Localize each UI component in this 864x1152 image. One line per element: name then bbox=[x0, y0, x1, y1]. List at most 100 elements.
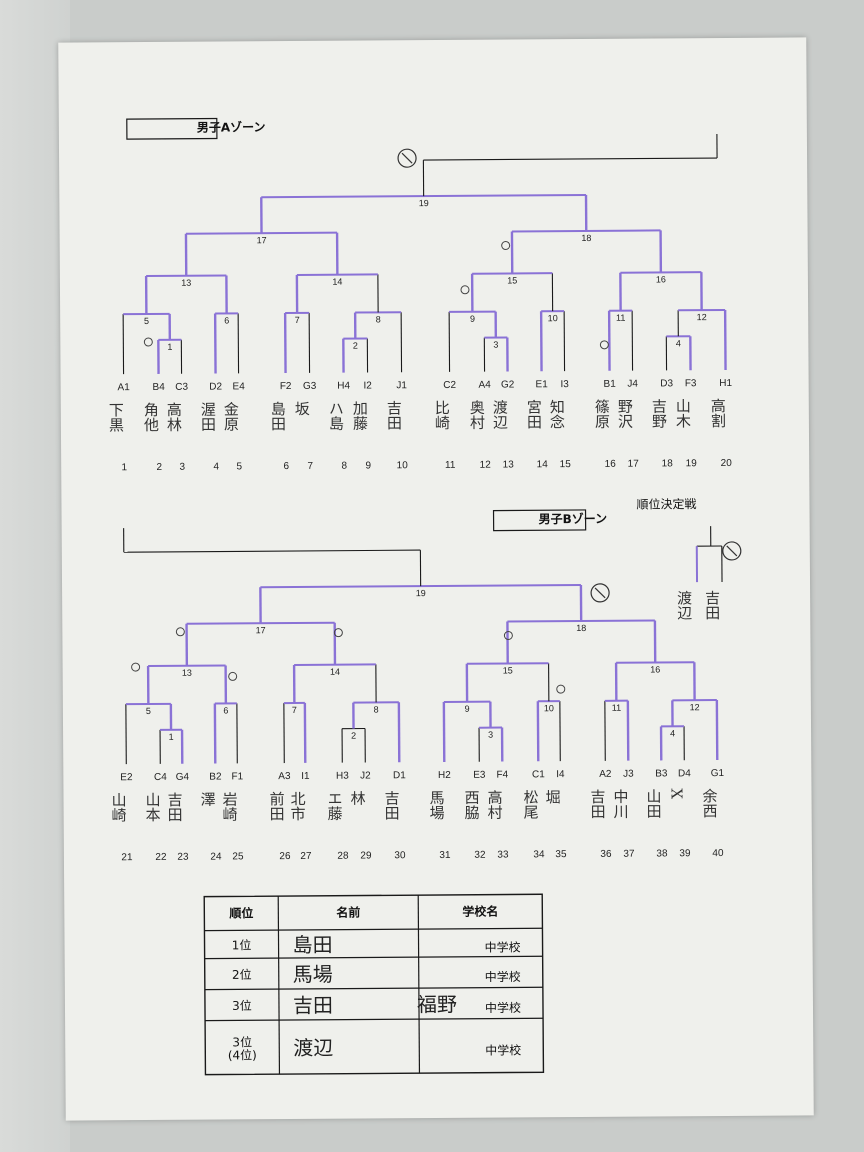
match-number: 17 bbox=[256, 625, 266, 635]
school-cell: 中学校 bbox=[485, 1042, 521, 1057]
match-number: 3 bbox=[493, 340, 498, 350]
seed-label: G2 bbox=[501, 379, 515, 390]
seed-label: D2 bbox=[209, 381, 222, 392]
player-number: 35 bbox=[555, 849, 567, 860]
match-number: 11 bbox=[616, 313, 625, 323]
player-number: 33 bbox=[497, 849, 509, 860]
player-name: 高林 bbox=[165, 402, 183, 432]
player-name: 吉野 bbox=[650, 398, 668, 428]
player-number: 32 bbox=[474, 850, 486, 861]
player-name: 松尾 bbox=[521, 789, 539, 820]
player-number: 11 bbox=[445, 460, 456, 471]
match-number: 19 bbox=[416, 588, 426, 598]
match-number: 10 bbox=[548, 313, 558, 323]
table-rule bbox=[204, 986, 543, 991]
seed-label: I3 bbox=[560, 379, 569, 390]
match-number: 5 bbox=[146, 706, 151, 716]
player-number: 21 bbox=[121, 852, 133, 863]
match-number: 2 bbox=[353, 341, 358, 351]
school-cell: 中学校 bbox=[485, 939, 521, 954]
player-name: 角他 bbox=[142, 402, 160, 433]
match-number: 6 bbox=[224, 315, 229, 325]
school-cell: 中学校 bbox=[485, 969, 521, 984]
match-number: 12 bbox=[690, 702, 700, 712]
seed-label: J4 bbox=[627, 379, 638, 390]
seed-label: I4 bbox=[556, 769, 565, 780]
player-number: 13 bbox=[503, 459, 515, 470]
table-header: 学校名 bbox=[462, 904, 498, 919]
player-name: 余西 bbox=[700, 787, 718, 818]
player-number: 34 bbox=[533, 849, 545, 860]
player-number: 36 bbox=[600, 849, 612, 860]
handwritten-cross-mark bbox=[594, 587, 606, 599]
player-name: 島田 bbox=[269, 401, 287, 431]
playoff-name: 渡辺 bbox=[675, 590, 693, 620]
match-number: 3 bbox=[488, 730, 493, 740]
player-name: 西脇 bbox=[462, 790, 480, 821]
player-number: 16 bbox=[605, 459, 617, 470]
player-name: 渥田 bbox=[199, 402, 217, 432]
player-name: 澤 bbox=[198, 792, 216, 807]
playoff-name: 吉田 bbox=[703, 590, 721, 620]
handwritten-circle-mark bbox=[397, 148, 417, 168]
player-name: 北市 bbox=[288, 791, 306, 821]
seed-label: H4 bbox=[337, 381, 350, 392]
player-number: 9 bbox=[365, 460, 371, 471]
table-rule bbox=[417, 895, 421, 1074]
match-number: 9 bbox=[470, 314, 475, 324]
match-number: 14 bbox=[332, 277, 342, 287]
seed-label: G3 bbox=[303, 381, 317, 392]
handwritten-circle-mark bbox=[599, 340, 609, 350]
player-name: 山木 bbox=[674, 398, 692, 428]
player-number: 6 bbox=[283, 461, 289, 472]
player-name: X bbox=[667, 788, 685, 799]
zone-b-title-box bbox=[492, 509, 587, 532]
table-rule bbox=[277, 896, 281, 1075]
seed-label: A1 bbox=[118, 382, 131, 393]
player-name: エ藤 bbox=[325, 791, 343, 822]
seed-label: C1 bbox=[532, 769, 545, 780]
rank-cell: 2位 bbox=[232, 967, 252, 982]
handwritten-circle-mark bbox=[556, 684, 566, 694]
player-number: 15 bbox=[560, 459, 572, 470]
results-table bbox=[203, 893, 545, 1076]
player-number: 31 bbox=[439, 850, 451, 861]
player-name: 坂 bbox=[293, 401, 311, 416]
player-name: 前田 bbox=[267, 791, 285, 821]
match-number: 7 bbox=[292, 705, 297, 715]
seed-label: C2 bbox=[443, 380, 456, 391]
player-number: 23 bbox=[177, 852, 189, 863]
match-number: 18 bbox=[581, 233, 591, 243]
seed-label: F4 bbox=[496, 769, 508, 780]
player-name: 金原 bbox=[222, 401, 240, 431]
player-name: 馬場 bbox=[427, 790, 445, 820]
seed-label: E1 bbox=[535, 379, 548, 390]
seed-label: G4 bbox=[176, 772, 190, 783]
table-header: 名前 bbox=[336, 905, 360, 920]
handwritten-circle-mark bbox=[503, 630, 513, 640]
handwritten-cross-mark bbox=[726, 545, 738, 557]
match-number: 9 bbox=[465, 704, 470, 714]
match-number: 18 bbox=[576, 623, 586, 633]
player-number: 22 bbox=[155, 852, 167, 863]
player-number: 7 bbox=[307, 461, 313, 472]
player-name: 吉田 bbox=[382, 790, 400, 820]
seed-label: D4 bbox=[678, 768, 691, 779]
player-number: 10 bbox=[397, 460, 409, 471]
player-name: 堀 bbox=[543, 789, 561, 804]
player-number: 1 bbox=[121, 462, 127, 473]
player-number: 8 bbox=[341, 461, 347, 472]
player-number: 37 bbox=[623, 849, 635, 860]
handwritten-circle-mark bbox=[501, 241, 511, 251]
player-number: 26 bbox=[279, 851, 291, 862]
handwritten-circle-mark bbox=[333, 628, 343, 638]
name-cell: 島田 bbox=[292, 933, 332, 957]
seed-label: A2 bbox=[599, 769, 612, 780]
match-number: 16 bbox=[650, 664, 660, 674]
player-number: 19 bbox=[686, 458, 698, 469]
seed-label: I2 bbox=[363, 380, 372, 391]
match-number: 13 bbox=[181, 278, 191, 288]
seed-label: G1 bbox=[711, 768, 725, 779]
name-cell: 渡辺 bbox=[293, 1036, 333, 1060]
seed-label: C3 bbox=[175, 382, 188, 393]
